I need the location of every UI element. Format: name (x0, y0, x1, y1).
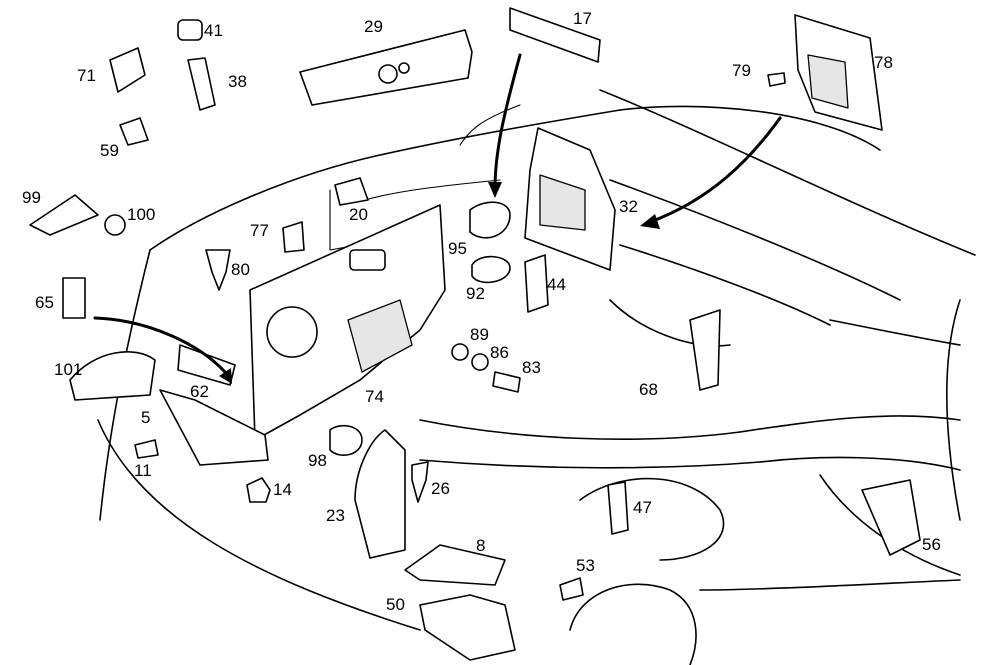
callout-8: 8 (476, 536, 485, 555)
callout-86: 86 (490, 343, 509, 362)
callout-32: 32 (619, 197, 638, 216)
car-body-outline (97, 89, 976, 665)
part-68-bracket (689, 309, 721, 391)
callout-5: 5 (141, 408, 150, 427)
callout-23: 23 (326, 506, 345, 525)
callout-89: 89 (470, 325, 489, 344)
callout-29: 29 (364, 17, 383, 36)
callout-59: 59 (100, 141, 119, 160)
part-56-bracket (861, 479, 921, 556)
pointer-arrows (93, 53, 782, 384)
part-74-firewall-panel (249, 204, 446, 441)
callout-50: 50 (386, 595, 405, 614)
callout-47: 47 (633, 498, 652, 517)
callout-95: 95 (448, 239, 467, 258)
callout-100: 100 (127, 205, 155, 224)
callout-80: 80 (231, 260, 250, 279)
callout-41: 41 (204, 21, 223, 40)
part-78-panel (794, 14, 883, 131)
callout-17: 17 (573, 9, 592, 28)
callout-74: 74 (365, 387, 384, 406)
callout-26: 26 (431, 479, 450, 498)
callout-68: 68 (639, 380, 658, 399)
callout-98: 98 (308, 451, 327, 470)
callout-71: 71 (77, 66, 96, 85)
callout-11: 11 (134, 461, 152, 480)
callout-92: 92 (466, 284, 485, 303)
callout-65: 65 (35, 293, 54, 312)
callout-38: 38 (228, 72, 247, 91)
callout-44: 44 (547, 275, 566, 294)
callout-77: 77 (250, 221, 269, 240)
callout-99: 99 (22, 188, 41, 207)
callout-79: 79 (732, 61, 751, 80)
callout-53: 53 (576, 556, 595, 575)
callout-56: 56 (922, 535, 941, 554)
part-17-trim-strip (509, 7, 601, 63)
callout-14: 14 (273, 480, 292, 499)
callout-101: 101 (54, 360, 82, 379)
callout-78: 78 (874, 53, 893, 72)
part-29-bracket-rail (299, 29, 473, 106)
callout-83: 83 (522, 358, 541, 377)
small-parts (29, 19, 786, 661)
callout-20: 20 (349, 205, 368, 224)
callout-labels: 17 29 32 41 38 71 59 79 78 99 100 20 77 … (22, 9, 941, 614)
callout-62: 62 (190, 382, 209, 401)
part-32-housing (524, 127, 616, 271)
